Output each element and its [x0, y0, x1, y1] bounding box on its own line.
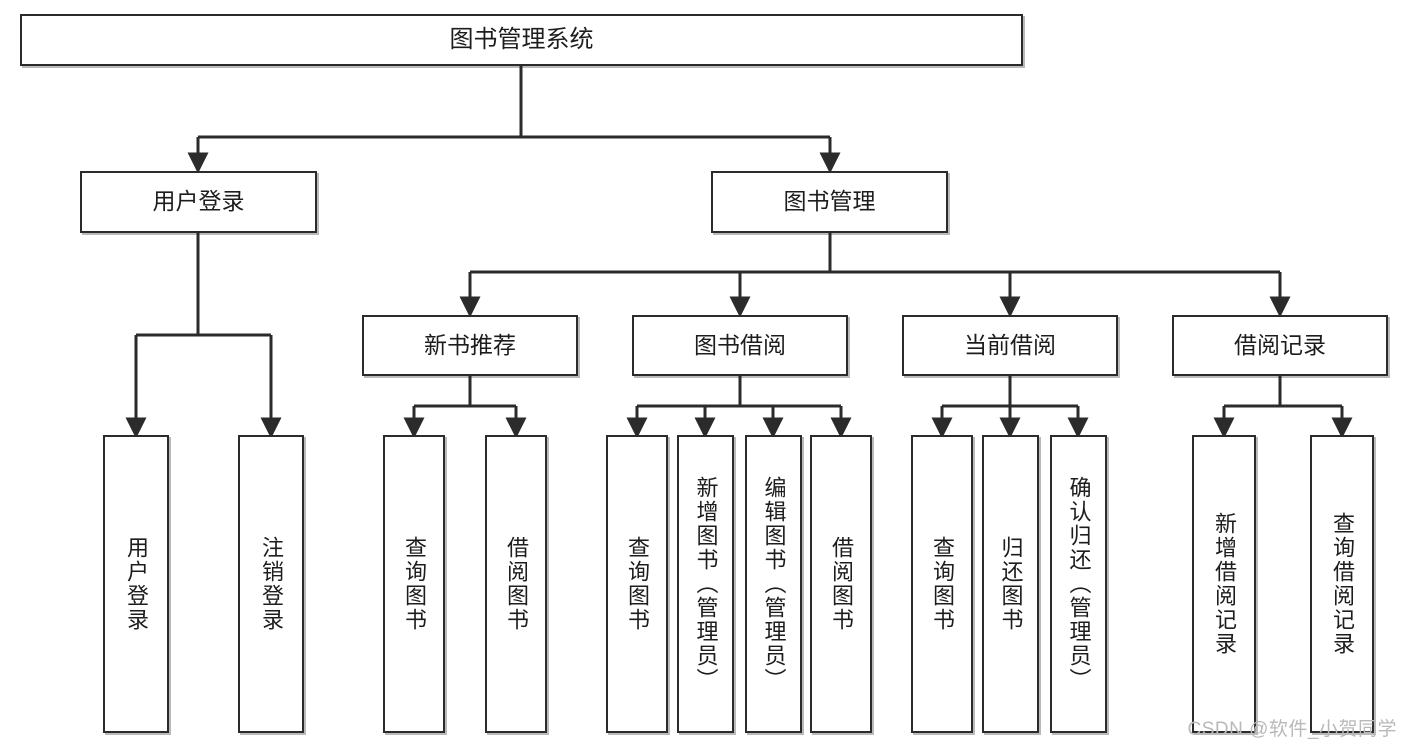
- node-root-system[interactable]: 图书管理系统: [20, 14, 1023, 66]
- node-leaf-add-borrow-record[interactable]: 新增借阅记录: [1192, 435, 1256, 733]
- node-leaf-confirm-return-admin[interactable]: 确认归还（管理员）: [1050, 435, 1107, 733]
- node-leaf-borrow-book[interactable]: 借阅图书: [810, 435, 872, 733]
- node-label: 用户登录: [124, 536, 149, 632]
- node-borrow-record[interactable]: 借阅记录: [1172, 315, 1388, 376]
- node-label: 查询借阅记录: [1330, 512, 1355, 656]
- node-label: 确认归还（管理员）: [1066, 476, 1092, 692]
- node-leaf-return-book[interactable]: 归还图书: [982, 435, 1039, 733]
- node-leaf-query-borrow-record[interactable]: 查询借阅记录: [1310, 435, 1374, 733]
- node-label: 借阅记录: [1234, 331, 1326, 358]
- node-leaf-borrow-book-rec[interactable]: 借阅图书: [485, 435, 547, 733]
- node-current-borrow[interactable]: 当前借阅: [902, 315, 1118, 376]
- node-label: 新增借阅记录: [1212, 512, 1237, 656]
- node-leaf-user-logout[interactable]: 注销登录: [238, 435, 304, 733]
- node-label: 当前借阅: [964, 331, 1056, 358]
- node-label: 用户登录: [152, 188, 245, 215]
- node-label: 图书借阅: [694, 331, 786, 358]
- node-label: 借阅图书: [504, 536, 529, 632]
- node-label: 归还图书: [998, 536, 1024, 632]
- node-leaf-query-book-rec[interactable]: 查询图书: [383, 435, 445, 733]
- node-leaf-query-book-borrow[interactable]: 查询图书: [606, 435, 668, 733]
- node-label: 查询图书: [625, 536, 650, 632]
- node-label: 新增图书（管理员）: [693, 476, 719, 692]
- node-label: 图书管理: [783, 188, 876, 215]
- watermark-text: CSDN @软件_小贺同学: [1187, 719, 1397, 740]
- node-user-login[interactable]: 用户登录: [80, 171, 317, 233]
- node-label: 借阅图书: [829, 536, 854, 632]
- node-label: 编辑图书（管理员）: [761, 476, 787, 692]
- node-new-book-recommendation[interactable]: 新书推荐: [362, 315, 578, 376]
- node-label: 注销登录: [259, 536, 284, 632]
- node-leaf-add-book-admin[interactable]: 新增图书（管理员）: [677, 435, 734, 733]
- node-label: 查询图书: [930, 536, 955, 632]
- node-book-borrow[interactable]: 图书借阅: [632, 315, 848, 376]
- node-label: 查询图书: [402, 536, 427, 632]
- node-leaf-query-book-current[interactable]: 查询图书: [911, 435, 973, 733]
- node-leaf-user-login[interactable]: 用户登录: [103, 435, 169, 733]
- node-book-manage[interactable]: 图书管理: [711, 171, 948, 233]
- node-leaf-edit-book-admin[interactable]: 编辑图书（管理员）: [745, 435, 802, 733]
- node-label: 新书推荐: [424, 331, 516, 358]
- node-label: 图书管理系统: [449, 25, 594, 53]
